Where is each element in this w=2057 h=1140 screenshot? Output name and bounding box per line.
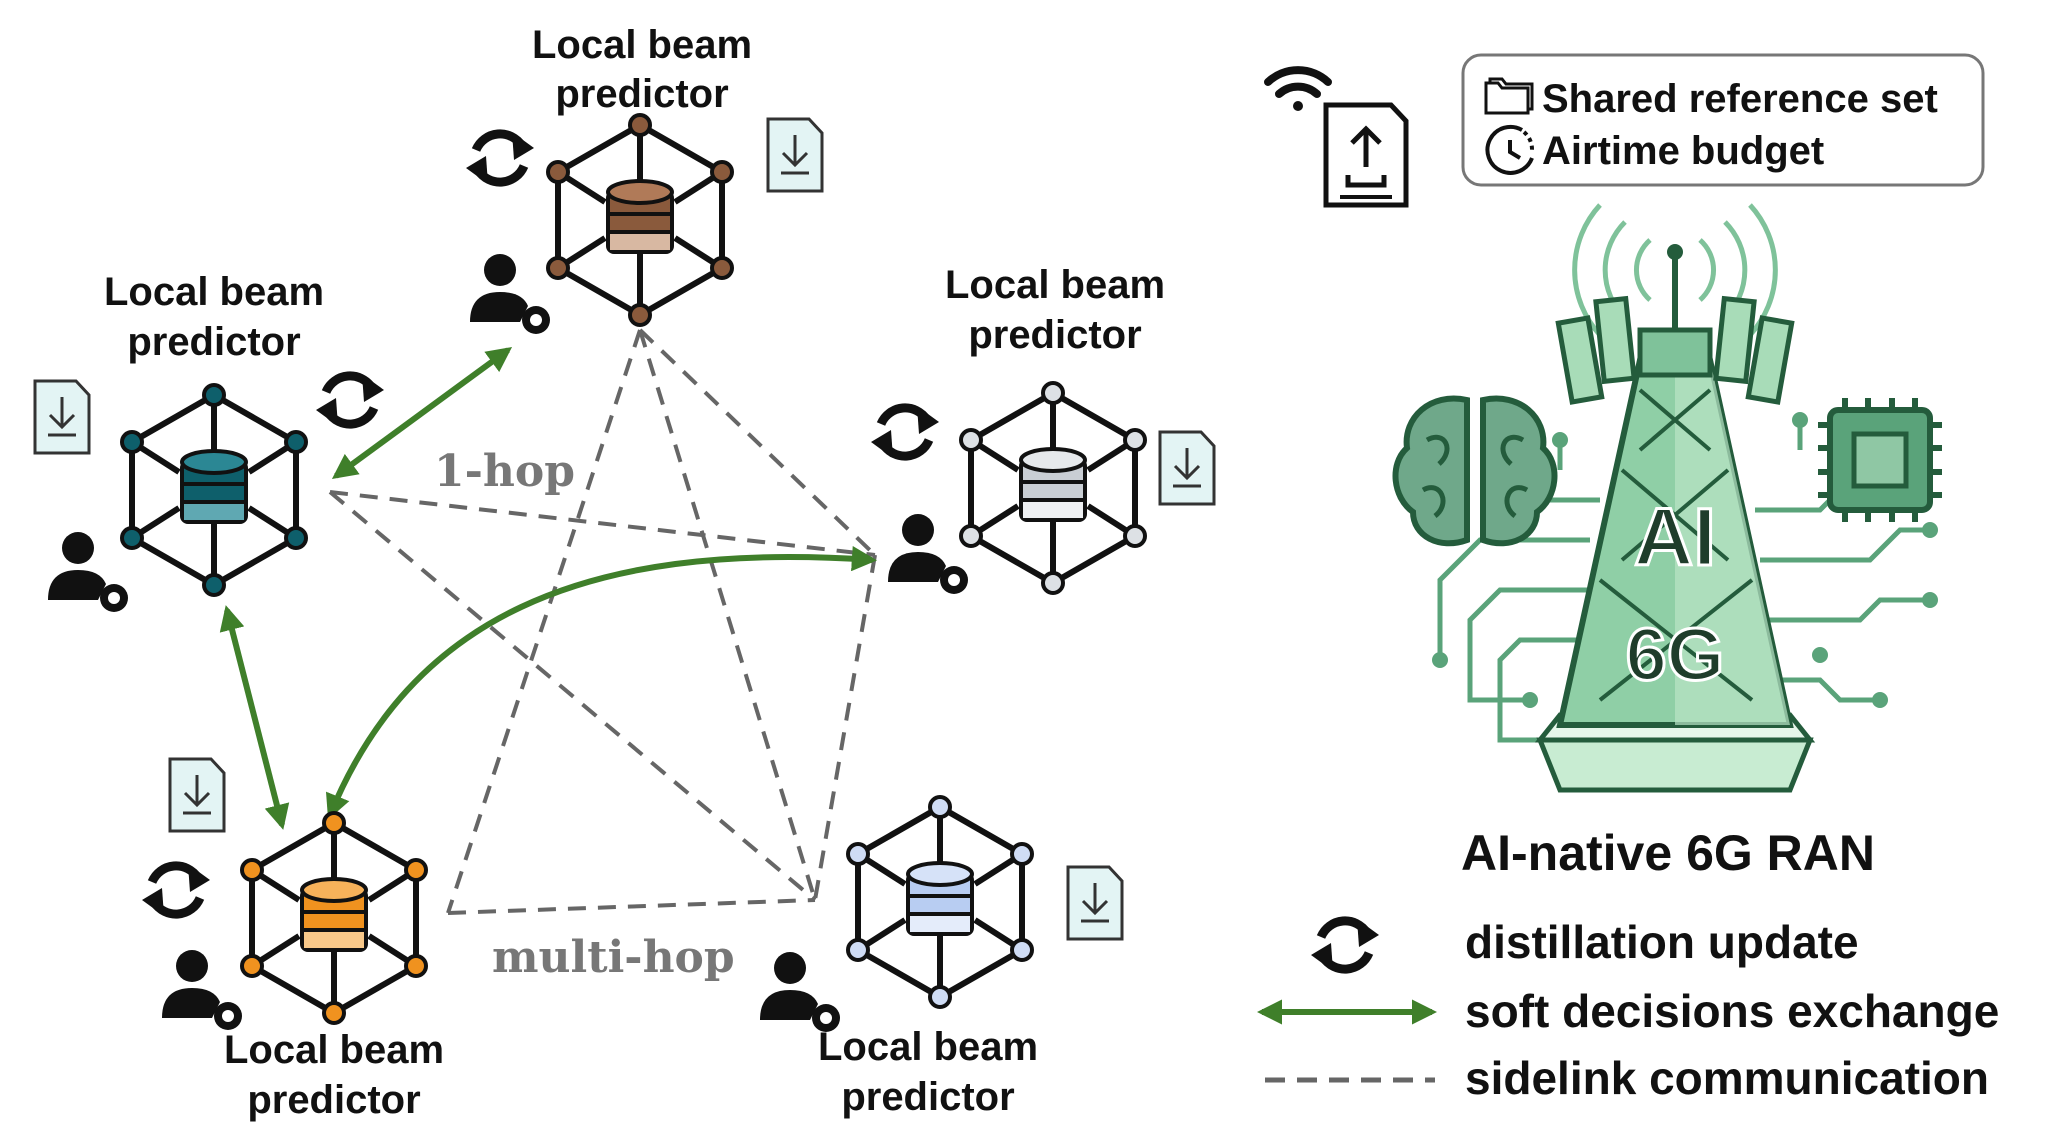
database-icon <box>180 449 248 524</box>
download-document-icon <box>1066 865 1124 941</box>
legend: distillation update soft decisions excha… <box>1256 916 1999 1104</box>
sidelink-edge <box>447 898 816 915</box>
network-hex-icon <box>240 811 428 1025</box>
refresh-icon <box>142 861 210 919</box>
node-label-line2: predictor <box>968 313 1141 357</box>
user-gear-icon <box>162 950 242 1030</box>
antenna-tower-icon: AI 6G <box>1534 203 1816 793</box>
node-label-line1: Local beam <box>224 1028 444 1072</box>
brain-icon <box>1392 395 1558 547</box>
database-icon <box>606 179 674 254</box>
info-box: Shared reference set Airtime budget <box>1461 53 1985 187</box>
legend-distillation: distillation update <box>1465 916 1859 968</box>
tower-ai-text: AI <box>1634 492 1716 583</box>
multi-hop-label: multi-hop <box>492 932 735 983</box>
database-icon <box>906 861 974 936</box>
network-hex-icon <box>546 113 734 327</box>
node-bottom-right: Local beam predictor <box>760 795 1124 1119</box>
soft-arrow <box>326 546 878 820</box>
ran-title: AI-native 6G RAN <box>1461 825 1875 881</box>
sidelink-edge <box>446 329 642 914</box>
soft-arrow <box>331 347 513 479</box>
user-gear-icon <box>760 952 840 1032</box>
info-airtime-budget: Airtime budget <box>1542 129 1824 173</box>
refresh-icon <box>871 403 939 461</box>
user-gear-icon <box>48 532 128 612</box>
node-label-line1: Local beam <box>818 1025 1038 1069</box>
soft-decision-arrows <box>219 347 878 830</box>
legend-refresh-icon <box>1311 916 1379 974</box>
node-label-line1: Local beam <box>104 270 324 314</box>
node-label-line1: Local beam <box>532 23 752 67</box>
download-document-icon <box>168 757 226 833</box>
node-left: Local beam predictor <box>33 270 384 612</box>
user-gear-icon <box>470 254 550 334</box>
legend-sidelink: sidelink communication <box>1465 1052 1989 1104</box>
node-label-line2: predictor <box>247 1078 420 1122</box>
network-hex-icon <box>120 383 308 597</box>
node-bottom-left: Local beam predictor <box>142 757 444 1122</box>
refresh-icon <box>466 129 534 187</box>
sidelink-edge <box>329 490 876 557</box>
node-label-line2: predictor <box>555 72 728 116</box>
tower-6g-text: 6G <box>1626 613 1725 696</box>
download-document-icon <box>766 117 824 193</box>
network-hex-icon <box>959 381 1147 595</box>
refresh-icon <box>316 371 384 429</box>
node-top: Local beam predictor <box>466 23 824 334</box>
folders-icon <box>1484 77 1534 115</box>
one-hop-label: 1-hop <box>434 446 575 497</box>
chip-icon <box>1818 398 1942 522</box>
node-label-line1: Local beam <box>945 263 1165 307</box>
legend-soft-decisions: soft decisions exchange <box>1465 985 1999 1037</box>
upload-document-icon <box>1323 102 1409 208</box>
wifi-icon <box>1264 66 1332 111</box>
node-label-line2: predictor <box>841 1075 1014 1119</box>
info-shared-reference: Shared reference set <box>1542 77 1938 121</box>
download-document-icon <box>33 379 91 455</box>
ai-6g-tower-illustration: AI 6G <box>1392 203 1942 793</box>
circuit-traces <box>1437 420 1930 743</box>
node-right: Local beam predictor <box>871 263 1216 595</box>
soft-arrow <box>219 605 290 830</box>
node-label-line2: predictor <box>127 320 300 364</box>
download-document-icon <box>1158 430 1216 506</box>
clock-icon <box>1485 124 1534 175</box>
sidelink-edge <box>638 328 877 557</box>
database-icon <box>300 877 368 952</box>
network-hex-icon <box>846 795 1034 1009</box>
database-icon <box>1019 447 1087 522</box>
user-gear-icon <box>888 514 968 594</box>
